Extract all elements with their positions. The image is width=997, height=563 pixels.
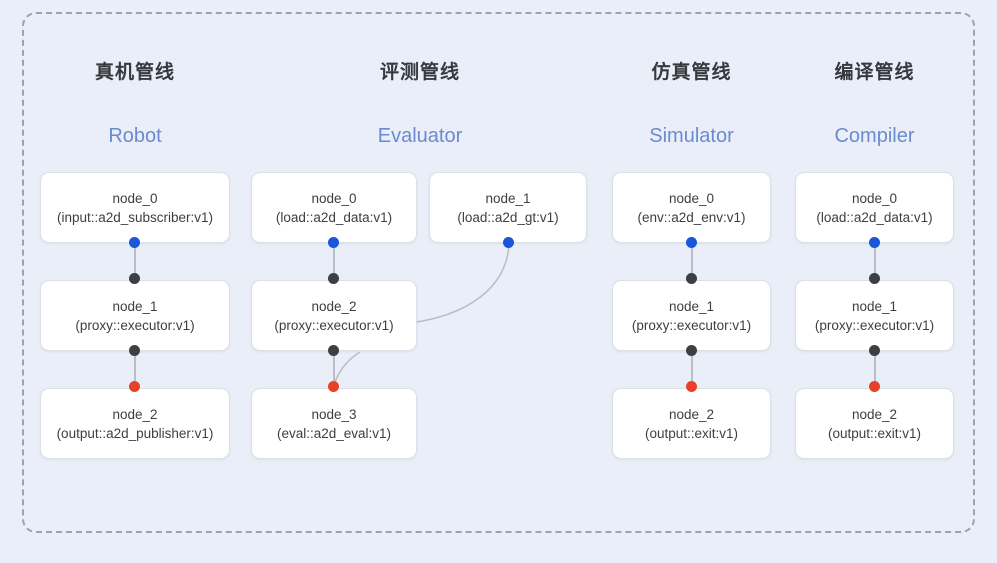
column-title-en-robot: Robot [108, 125, 162, 147]
column-title-en-evaluator: Evaluator [377, 125, 463, 147]
port-output-black-robot-1[interactable] [129, 345, 140, 356]
pipeline-column-evaluator: 评测管线 Evaluator [250, 0, 590, 563]
port-output-blue-robot-0[interactable] [129, 237, 140, 248]
port-output-blue-compiler-0[interactable] [869, 237, 880, 248]
port-input-black-compiler-1[interactable] [869, 273, 880, 284]
port-input-black-evaluator-2[interactable] [328, 273, 339, 284]
node-name: node_1 [851, 298, 898, 314]
node-name: node_3 [311, 406, 357, 422]
node-type: (input::a2d_subscriber:v1) [56, 209, 214, 225]
node-name: node_2 [112, 406, 158, 422]
edge-compiler-1-2 [873, 350, 876, 390]
edge-simulator-1-2 [690, 350, 693, 390]
port-output-black-simulator-1[interactable] [686, 345, 697, 356]
node-type: (env::a2d_env:v1) [637, 209, 746, 225]
node-name: node_0 [851, 190, 898, 206]
port-output-black-compiler-1[interactable] [869, 345, 880, 356]
dashed-group-frame [22, 12, 975, 533]
node-type: (load::a2d_data:v1) [275, 209, 393, 225]
node-card-evaluator-2[interactable]: node_2 (proxy::executor:v1) [251, 280, 417, 351]
column-title-en-compiler: Compiler [834, 125, 915, 147]
node-card-evaluator-3[interactable]: node_3 (eval::a2d_eval:v1) [251, 388, 417, 459]
node-name: node_0 [311, 190, 357, 206]
node-card-compiler-2[interactable]: node_2 (output::exit:v1) [795, 388, 954, 459]
edge-simulator-0-1 [690, 242, 693, 282]
node-name: node_0 [112, 190, 158, 206]
node-name: node_1 [112, 298, 158, 314]
column-title-cn-robot: 真机管线 [94, 62, 175, 83]
node-name: node_2 [851, 406, 898, 422]
node-type: (load::a2d_gt:v1) [457, 209, 559, 225]
edge-evaluator-0-2 [332, 242, 335, 282]
node-type: (output::exit:v1) [644, 425, 739, 441]
port-input-black-simulator-1[interactable] [686, 273, 697, 284]
port-output-blue-evaluator-0[interactable] [328, 237, 339, 248]
node-name: node_0 [668, 190, 715, 206]
node-type: (eval::a2d_eval:v1) [276, 425, 392, 441]
node-type: (proxy::executor:v1) [274, 317, 394, 333]
port-input-black-robot-1[interactable] [129, 273, 140, 284]
node-card-compiler-1[interactable]: node_1 (proxy::executor:v1) [795, 280, 954, 351]
node-type: (output::exit:v1) [827, 425, 922, 441]
column-title-cn-evaluator: 评测管线 [379, 62, 460, 83]
node-card-simulator-2[interactable]: node_2 (output::exit:v1) [612, 388, 771, 459]
pipeline-column-compiler: 编译管线 Compiler [795, 0, 954, 563]
pipeline-column-robot: 真机管线 Robot [40, 0, 230, 563]
node-card-robot-1[interactable]: node_1 (proxy::executor:v1) [40, 280, 230, 351]
edge-robot-0-1 [133, 242, 136, 282]
node-type: (load::a2d_data:v1) [816, 209, 933, 225]
column-title-cn-compiler: 编译管线 [834, 62, 915, 83]
port-input-red-robot-2[interactable] [129, 381, 140, 392]
node-type: (proxy::executor:v1) [75, 317, 195, 333]
node-name: node_1 [668, 298, 715, 314]
node-card-simulator-1[interactable]: node_1 (proxy::executor:v1) [612, 280, 771, 351]
node-name: node_1 [485, 190, 531, 206]
node-card-robot-0[interactable]: node_0 (input::a2d_subscriber:v1) [40, 172, 230, 243]
node-card-compiler-0[interactable]: node_0 (load::a2d_data:v1) [795, 172, 954, 243]
node-type: (proxy::executor:v1) [631, 317, 752, 333]
column-title-cn-simulator: 仿真管线 [651, 62, 732, 83]
port-input-red-evaluator-3[interactable] [328, 381, 339, 392]
node-name: node_2 [311, 298, 357, 314]
node-name: node_2 [668, 406, 715, 422]
pipeline-column-simulator: 仿真管线 Simulator [612, 0, 771, 563]
edge-compiler-0-1 [873, 242, 876, 282]
node-card-simulator-0[interactable]: node_0 (env::a2d_env:v1) [612, 172, 771, 243]
node-card-evaluator-gt[interactable]: node_1 (load::a2d_gt:v1) [429, 172, 587, 243]
port-input-red-compiler-2[interactable] [869, 381, 880, 392]
edge-robot-1-2 [133, 350, 136, 390]
node-type: (output::a2d_publisher:v1) [56, 425, 214, 441]
port-output-black-evaluator-2[interactable] [328, 345, 339, 356]
port-output-blue-evaluator-gt[interactable] [503, 237, 514, 248]
port-output-blue-simulator-0[interactable] [686, 237, 697, 248]
node-type: (proxy::executor:v1) [814, 317, 935, 333]
node-card-evaluator-0[interactable]: node_0 (load::a2d_data:v1) [251, 172, 417, 243]
column-title-en-simulator: Simulator [649, 125, 734, 147]
port-input-red-simulator-2[interactable] [686, 381, 697, 392]
node-card-robot-2[interactable]: node_2 (output::a2d_publisher:v1) [40, 388, 230, 459]
